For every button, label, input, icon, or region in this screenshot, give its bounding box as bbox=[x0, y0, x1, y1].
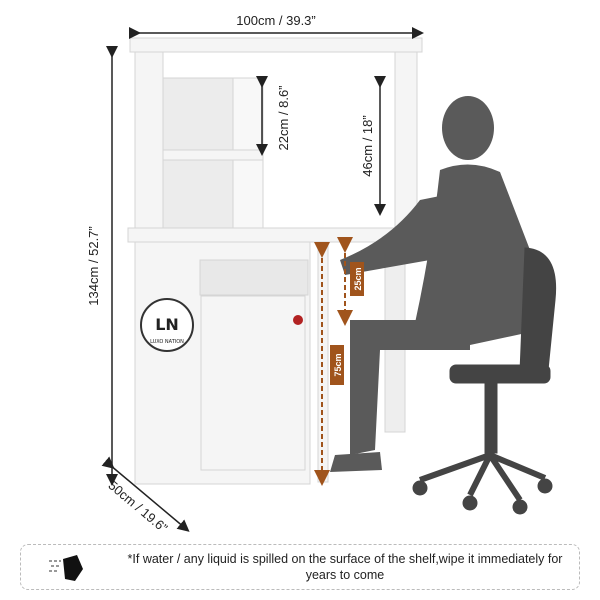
hand-wiping-icon bbox=[49, 555, 83, 581]
desk-height-label: 75cm bbox=[333, 353, 343, 376]
cabinet-door bbox=[200, 295, 306, 471]
door-knob bbox=[293, 315, 303, 325]
hutch-height-label: 46cm / 18” bbox=[360, 115, 375, 176]
person-silhouette bbox=[330, 96, 540, 472]
brand-logo: LN LUXO NATION bbox=[140, 298, 194, 352]
care-note-text: *If water / any liquid is spilled on the… bbox=[127, 552, 563, 582]
office-chair bbox=[412, 247, 557, 515]
svg-text:LN: LN bbox=[155, 315, 179, 334]
svg-text:LUXO NATION: LUXO NATION bbox=[150, 339, 184, 345]
depth-label: 50cm / 19.6” bbox=[105, 478, 170, 536]
shelf-height-label: 22cm / 8.6” bbox=[276, 85, 291, 150]
width-label: 100cm / 39.3” bbox=[236, 13, 316, 28]
total-height-label: 134cm / 52.7” bbox=[86, 226, 101, 306]
knee-clearance-label: 25cm bbox=[353, 267, 363, 290]
care-note: *If water / any liquid is spilled on the… bbox=[20, 544, 580, 590]
